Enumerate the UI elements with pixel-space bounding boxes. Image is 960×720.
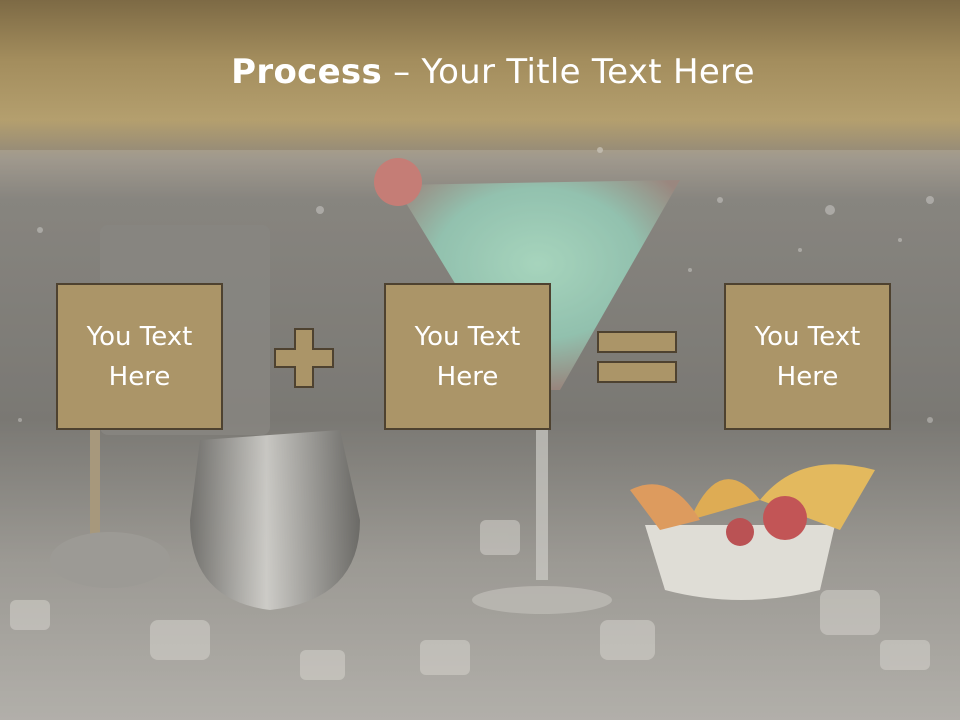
title-rest: Your Title Text Here: [421, 52, 755, 92]
slide-title[interactable]: Process – Your Title Text Here: [0, 52, 960, 92]
process-box-2-text: You Text Here: [414, 321, 521, 392]
title-bold: Process: [231, 52, 383, 92]
equals-icon: [597, 331, 677, 383]
process-box-2[interactable]: You Text Here: [384, 283, 551, 430]
photo-overlay: [0, 150, 960, 720]
title-dash: –: [382, 52, 422, 92]
process-box-1-text: You Text Here: [86, 321, 193, 392]
process-box-3-text: You Text Here: [754, 321, 861, 392]
process-box-1[interactable]: You Text Here: [56, 283, 223, 430]
plus-icon: [274, 328, 334, 388]
process-box-3[interactable]: You Text Here: [724, 283, 891, 430]
